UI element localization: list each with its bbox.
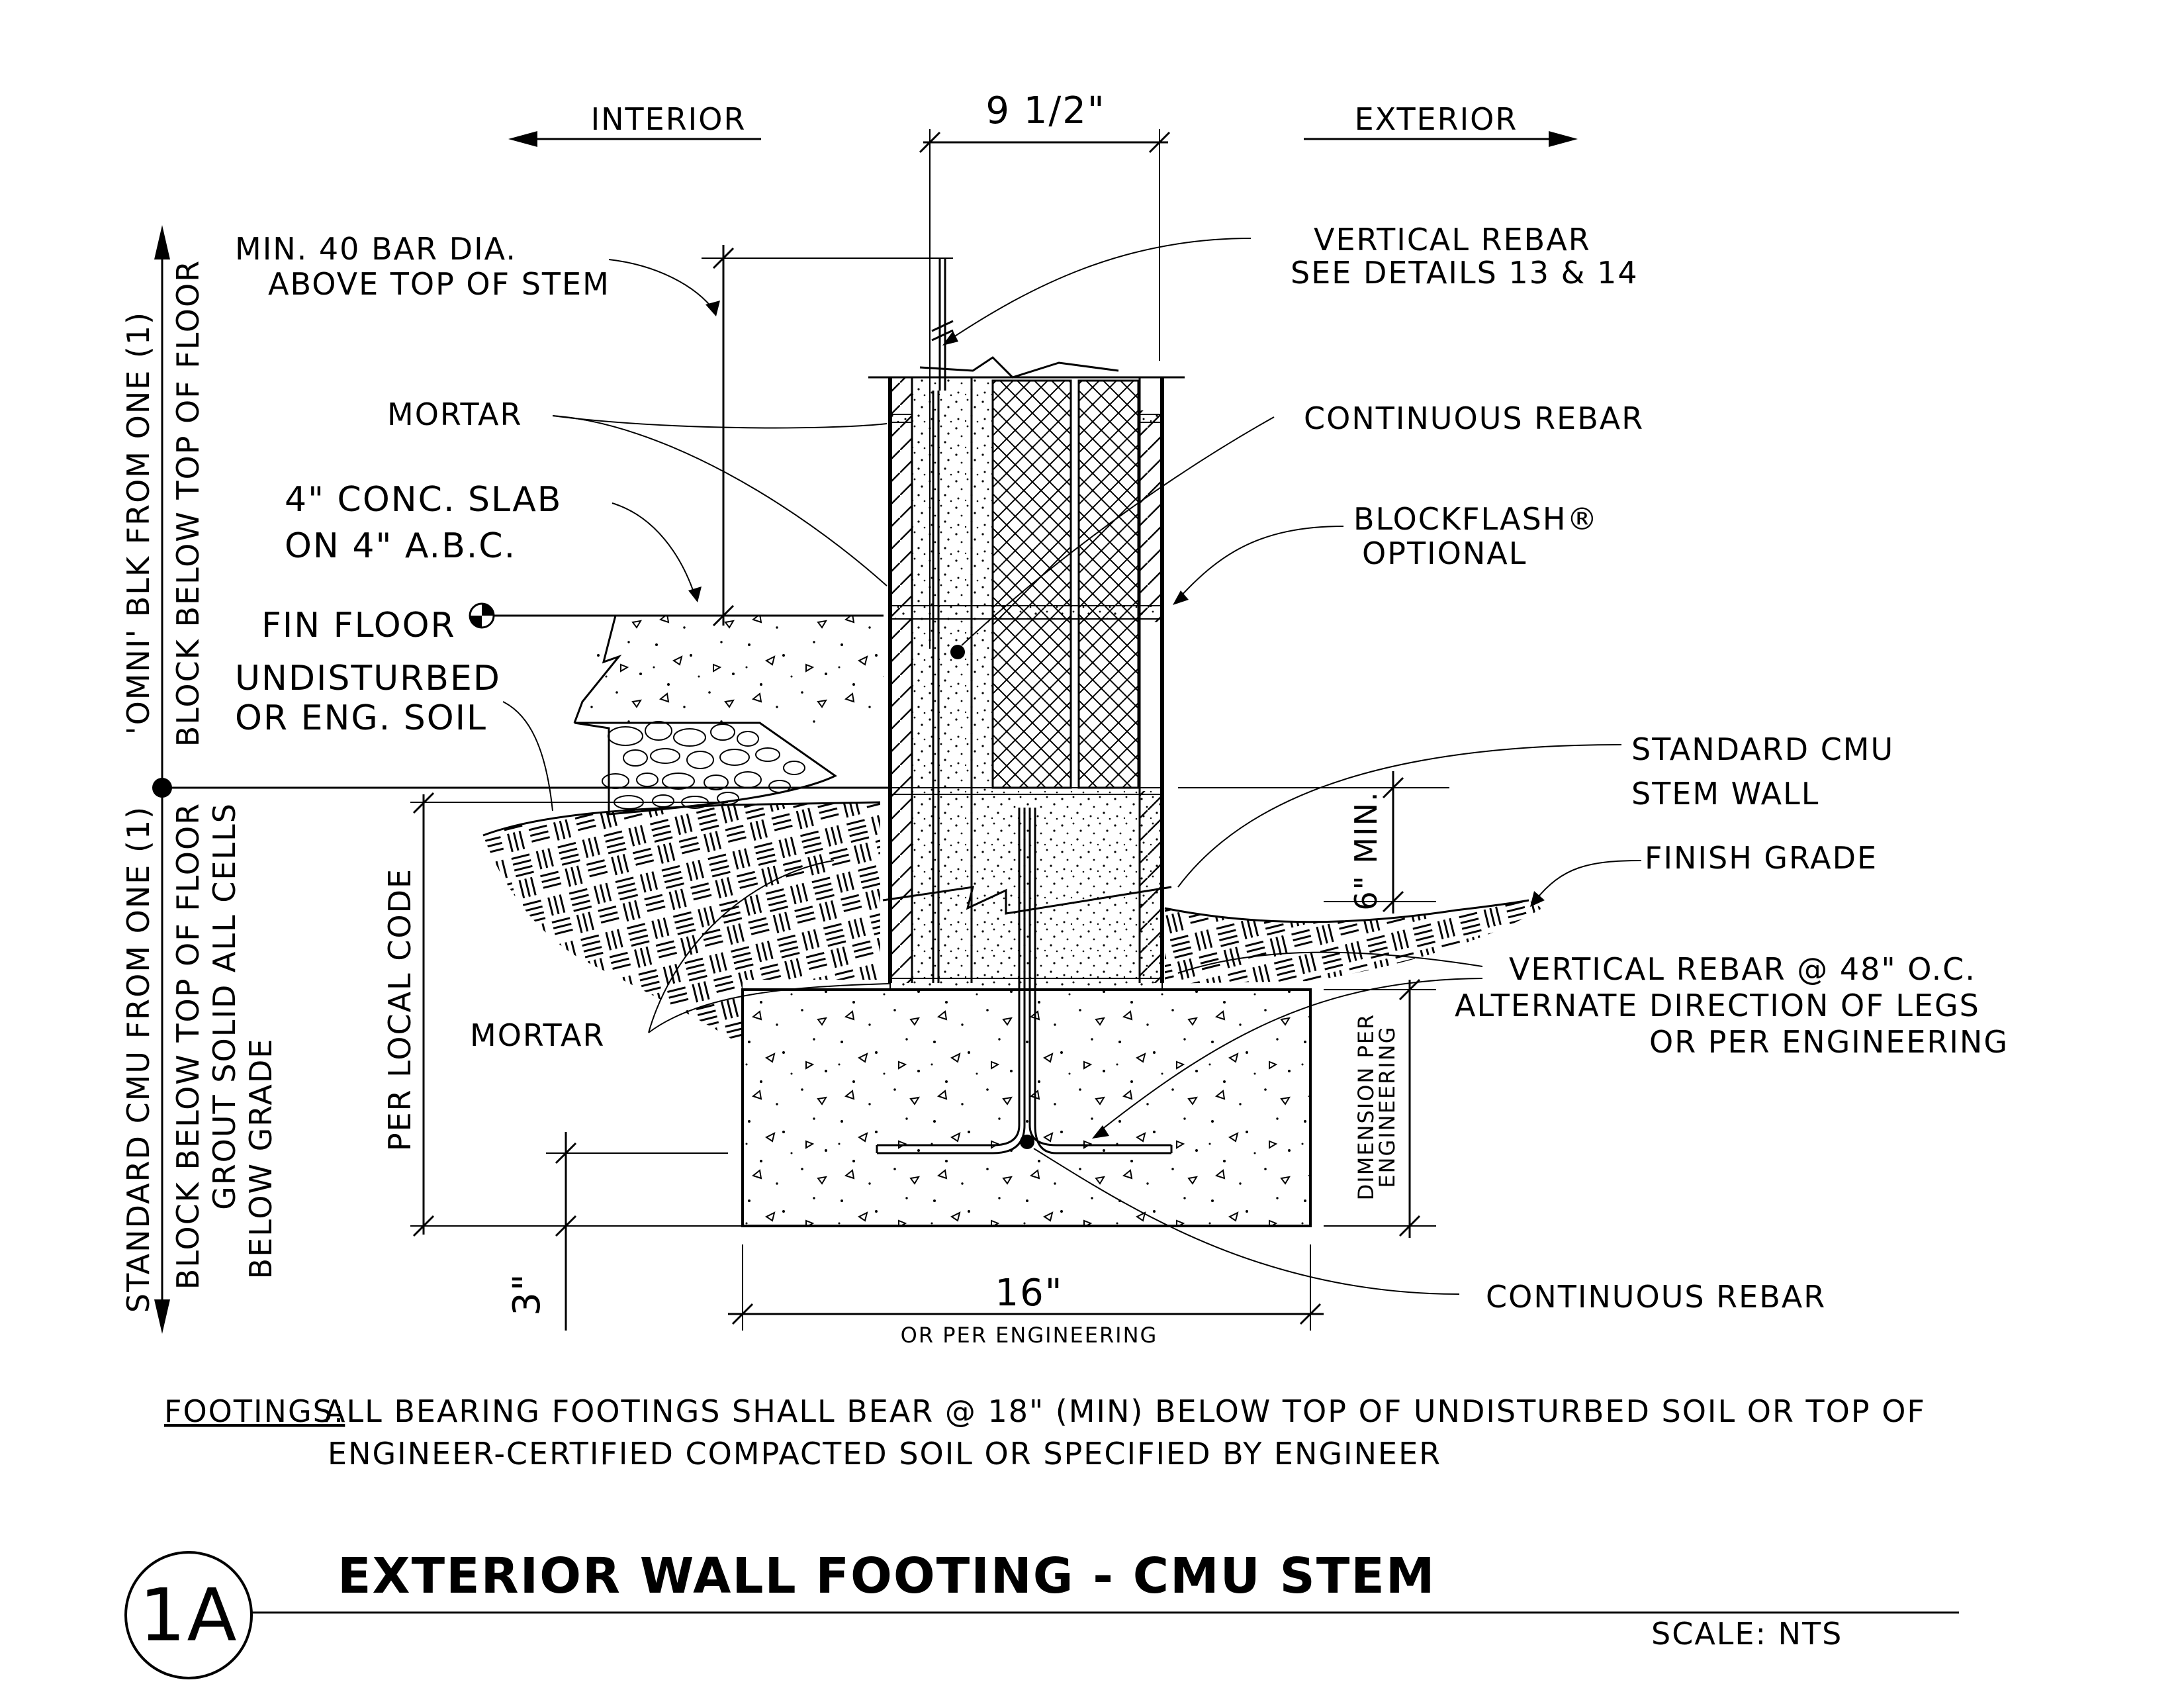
title-block: 1A EXTERIOR WALL FOOTING - CMU STEM SCAL… [124, 1548, 1959, 1679]
std-cmu-line1: STANDARD CMU [1631, 731, 1894, 767]
engineering-label: ENGINEERING [1375, 1025, 1400, 1188]
grout-solid-note: GROUT SOLID ALL CELLS [206, 802, 242, 1210]
dimension-per-label: DIMENSION PER [1353, 1013, 1379, 1201]
continuous-rebar-low-label: CONTINUOUS REBAR [1486, 1279, 1826, 1315]
footing-width-value: 16" [995, 1272, 1063, 1315]
exterior-label: EXTERIOR [1355, 101, 1518, 137]
below-grade-note: BELOW GRADE [243, 1038, 279, 1280]
finish-floor-line [469, 602, 884, 629]
continuous-rebar-upper-dot [950, 645, 965, 659]
footing-depth-dimension [1324, 978, 1436, 1238]
vr48-line3: OR PER ENGINEERING [1649, 1024, 2009, 1060]
detail-number: 1A [139, 1573, 238, 1658]
six-inch-min-dimension [1178, 771, 1449, 914]
min-40-bar-line1: MIN. 40 BAR DIA. [235, 231, 517, 267]
footing-width-dimension [728, 1244, 1324, 1331]
per-local-code-label: PER LOCAL CODE [382, 868, 418, 1151]
finish-grade-label: FINISH GRADE [1645, 840, 1878, 876]
six-inch-min-value: 6" MIN. [1348, 790, 1384, 910]
vr48-line2: ALTERNATE DIRECTION OF LEGS [1455, 988, 1980, 1023]
footing-dowel-rebar [876, 808, 1173, 1154]
concrete-slab [573, 614, 884, 724]
detail-number-bubble [124, 1551, 253, 1679]
exterior-arrow [1304, 131, 1578, 147]
footings-note-heading: FOOTINGS: [164, 1393, 345, 1429]
vertical-rebar-line2: SEE DETAILS 13 & 14 [1291, 255, 1639, 291]
slab-line1: 4" CONC. SLAB [285, 480, 562, 520]
interior-label: INTERIOR [591, 101, 747, 137]
detail-title: EXTERIOR WALL FOOTING - CMU STEM [338, 1548, 1435, 1605]
continuous-rebar-top-label: CONTINUOUS REBAR [1304, 400, 1644, 436]
or-per-engineering-label: OR PER ENGINEERING [901, 1323, 1158, 1348]
per-local-code-dimension [410, 792, 743, 1237]
footings-note-line2: ENGINEER-CERTIFIED COMPACTED SOIL OR SPE… [328, 1436, 1441, 1472]
blockflash-line1: BLOCKFLASH® [1353, 501, 1598, 537]
wall-width-value: 9 1/2" [985, 89, 1105, 132]
min-40-bar-line2: ABOVE TOP OF STEM [268, 266, 610, 302]
footings-note: FOOTINGS: ALL BEARING FOOTINGS SHALL BEA… [164, 1393, 1926, 1472]
footings-note-line1: ALL BEARING FOOTINGS SHALL BEAR @ 18" (M… [324, 1393, 1926, 1429]
projecting-rebar [931, 258, 954, 391]
abc-gravel-base [574, 721, 837, 816]
soil-line2: OR ENG. SOIL [235, 698, 487, 738]
three-inch-dimension [546, 1132, 728, 1331]
height-zone-arrow [152, 225, 172, 1334]
min-40-bar-dimension [702, 245, 953, 627]
vertical-rebar-line1: VERTICAL REBAR [1314, 222, 1591, 258]
block-below-upper-note: BLOCK BELOW TOP OF FLOOR [170, 259, 206, 747]
three-inch-value: 3" [506, 1272, 549, 1315]
scale-label: SCALE: NTS [1651, 1616, 1843, 1652]
slab-line2: ON 4" A.B.C. [285, 526, 516, 566]
cmu-stem-wall [868, 356, 1185, 990]
concrete-footing [741, 988, 1312, 1227]
block-below-lower-note: BLOCK BELOW TOP OF FLOOR [170, 802, 206, 1289]
vr48-line1: VERTICAL REBAR @ 48" O.C. [1509, 951, 1976, 987]
mortar-low-label: MORTAR [470, 1017, 605, 1053]
blockflash-line2: OPTIONAL [1362, 536, 1527, 571]
continuous-rebar-lower-dot [1020, 1135, 1034, 1149]
std-cmu-line2: STEM WALL [1631, 776, 1819, 812]
std-cmu-from-one-note: STANDARD CMU FROM ONE (1) [120, 806, 156, 1313]
mortar-top-label: MORTAR [387, 397, 522, 432]
interior-arrow [508, 131, 761, 147]
slab-break-line [573, 615, 622, 724]
soil-line1: UNDISTURBED [235, 659, 501, 698]
fin-floor-label: FIN FLOOR [261, 606, 456, 645]
leader-lines [502, 238, 1642, 1295]
omni-block-note: 'OMNI' BLK FROM ONE (1) [120, 311, 156, 735]
